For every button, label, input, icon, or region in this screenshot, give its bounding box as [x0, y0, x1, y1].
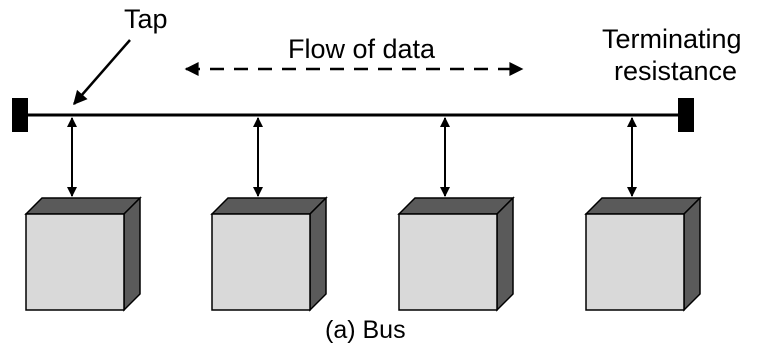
- tap-label: Tap: [124, 4, 168, 34]
- flow-of-data-label: Flow of data: [288, 34, 436, 64]
- terminating-resistance-label-line2: resistance: [614, 56, 737, 86]
- terminator-right: [678, 98, 694, 132]
- node-2-side-face: [309, 196, 327, 312]
- node-1-side-face: [123, 196, 141, 312]
- nodes-group: [24, 117, 702, 312]
- node-1-top-face: [24, 197, 142, 215]
- node-2-front-face: [211, 213, 311, 311]
- node-1-box: [24, 196, 142, 312]
- node-3-side-face: [496, 196, 514, 312]
- node-3-top-face: [397, 197, 515, 215]
- node-1-front-face: [25, 213, 125, 311]
- node-2-top-face: [210, 197, 328, 215]
- diagram-caption: (a) Bus: [325, 316, 406, 344]
- terminator-left: [12, 98, 28, 132]
- node-4-side-face: [683, 196, 701, 312]
- tap-arrow: [73, 39, 131, 106]
- node-3-box: [397, 196, 515, 312]
- node-4-front-face: [585, 213, 685, 311]
- node-4-top-face: [584, 197, 702, 215]
- terminating-resistance-label-line1: Terminating: [602, 24, 742, 54]
- node-3-front-face: [398, 213, 498, 311]
- node-2-box: [210, 196, 328, 312]
- node-4-box: [584, 196, 702, 312]
